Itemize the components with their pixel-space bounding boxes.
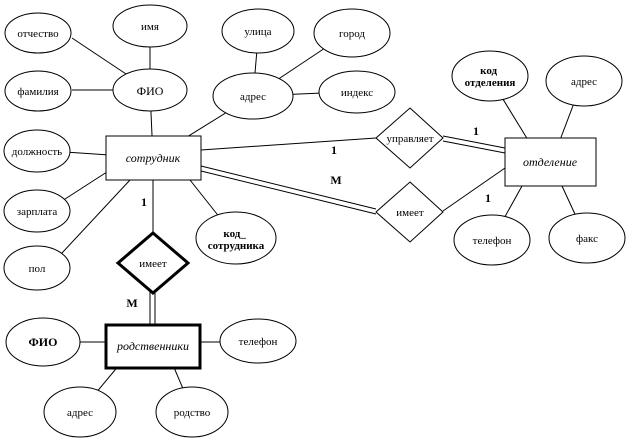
attr-patronymic-shape <box>4 12 72 54</box>
line-employee-manages <box>200 137 377 151</box>
rel-has-relatives: имеет <box>139 258 167 270</box>
attr-rel-fio-shape <box>5 317 81 367</box>
attr-first-name-shape <box>112 4 188 48</box>
attr-kinship: родство <box>174 407 211 419</box>
attr-department-code-shape <box>451 50 529 102</box>
attr-full-name-shape <box>112 68 188 112</box>
attr-employee-code-shape <box>195 211 277 265</box>
line-manages-department-a <box>442 135 506 149</box>
attr-rel-phone-shape <box>219 318 297 364</box>
card-has-employee: M <box>330 173 341 187</box>
attr-emp-address: адрес <box>240 91 266 103</box>
rel-manages-shape <box>375 107 444 169</box>
rel-has-department-shape <box>375 181 444 243</box>
entity-shapes <box>104 135 597 370</box>
entity-department-box <box>504 137 597 187</box>
attr-sex-shape <box>3 245 71 291</box>
card-relatives-employee: 1 <box>141 195 147 209</box>
attr-street: улица <box>244 26 271 38</box>
attr-rel-fio: ФИО <box>29 335 58 349</box>
attr-position: должность <box>12 146 62 158</box>
attr-postcode-shape <box>318 70 396 114</box>
attr-first-name: имя <box>141 21 159 33</box>
labels: отчество имя фамилия ФИО улица город адр… <box>12 21 598 419</box>
attr-dept-address-shape <box>545 55 623 107</box>
attr-salary-shape <box>3 189 71 233</box>
attr-fax: факс <box>576 233 598 245</box>
attr-city: город <box>339 28 365 40</box>
attribute-shapes <box>3 4 626 438</box>
attr-full-name: ФИО <box>137 84 164 98</box>
rel-has-department: имеет <box>396 207 424 219</box>
attr-patronymic: отчество <box>17 28 59 40</box>
attr-last-name-shape <box>4 70 72 112</box>
card-manages-employee: 1 <box>331 143 337 157</box>
relationship-shapes <box>115 107 444 295</box>
attr-department-code-line-1: код <box>480 65 497 77</box>
entity-relatives-box <box>104 323 202 370</box>
attr-department-code: код отделения <box>465 65 516 89</box>
attr-kinship-shape <box>155 386 229 438</box>
attr-department-code-line-2: отделения <box>465 77 516 89</box>
attr-rel-address: адрес <box>67 407 93 419</box>
attr-position-shape <box>3 129 71 173</box>
attr-emp-address-shape <box>212 72 294 120</box>
attr-city-shape <box>313 8 391 58</box>
rel-manages: управляет <box>386 133 433 145</box>
attr-dept-address: адрес <box>571 76 597 88</box>
card-relatives-relatives: M <box>126 296 137 310</box>
rel-has-relatives-shape <box>115 231 191 295</box>
entity-department: отделение <box>523 155 578 169</box>
attr-salary: зарплата <box>17 206 58 218</box>
attr-rel-address-shape <box>43 386 117 438</box>
attr-employee-code-line-2: сотрудника <box>208 240 265 252</box>
attr-last-name: фамилия <box>17 86 58 98</box>
attr-employee-code: код_ сотрудника <box>208 228 265 252</box>
card-manages-department: 1 <box>473 124 479 138</box>
line-employee-has-dept-b <box>200 170 377 215</box>
card-has-department: 1 <box>485 191 491 205</box>
line-employee-has-dept-a <box>200 165 377 210</box>
attr-rel-phone: телефон <box>239 336 278 348</box>
line-manages-department-b <box>442 140 506 154</box>
attr-dept-phone-shape <box>453 214 531 266</box>
attr-postcode: индекс <box>341 87 373 99</box>
attr-dept-phone: телефон <box>473 235 512 247</box>
entity-employee-box <box>105 135 202 181</box>
attr-street-shape <box>221 8 295 54</box>
attr-fax-shape <box>548 212 626 264</box>
attr-sex: пол <box>29 263 46 275</box>
line-has-dept-department <box>442 167 506 212</box>
entity-relatives: родственники <box>116 339 189 353</box>
attr-employee-code-line-1: код_ <box>223 228 246 240</box>
entity-employee: сотрудник <box>126 151 181 165</box>
